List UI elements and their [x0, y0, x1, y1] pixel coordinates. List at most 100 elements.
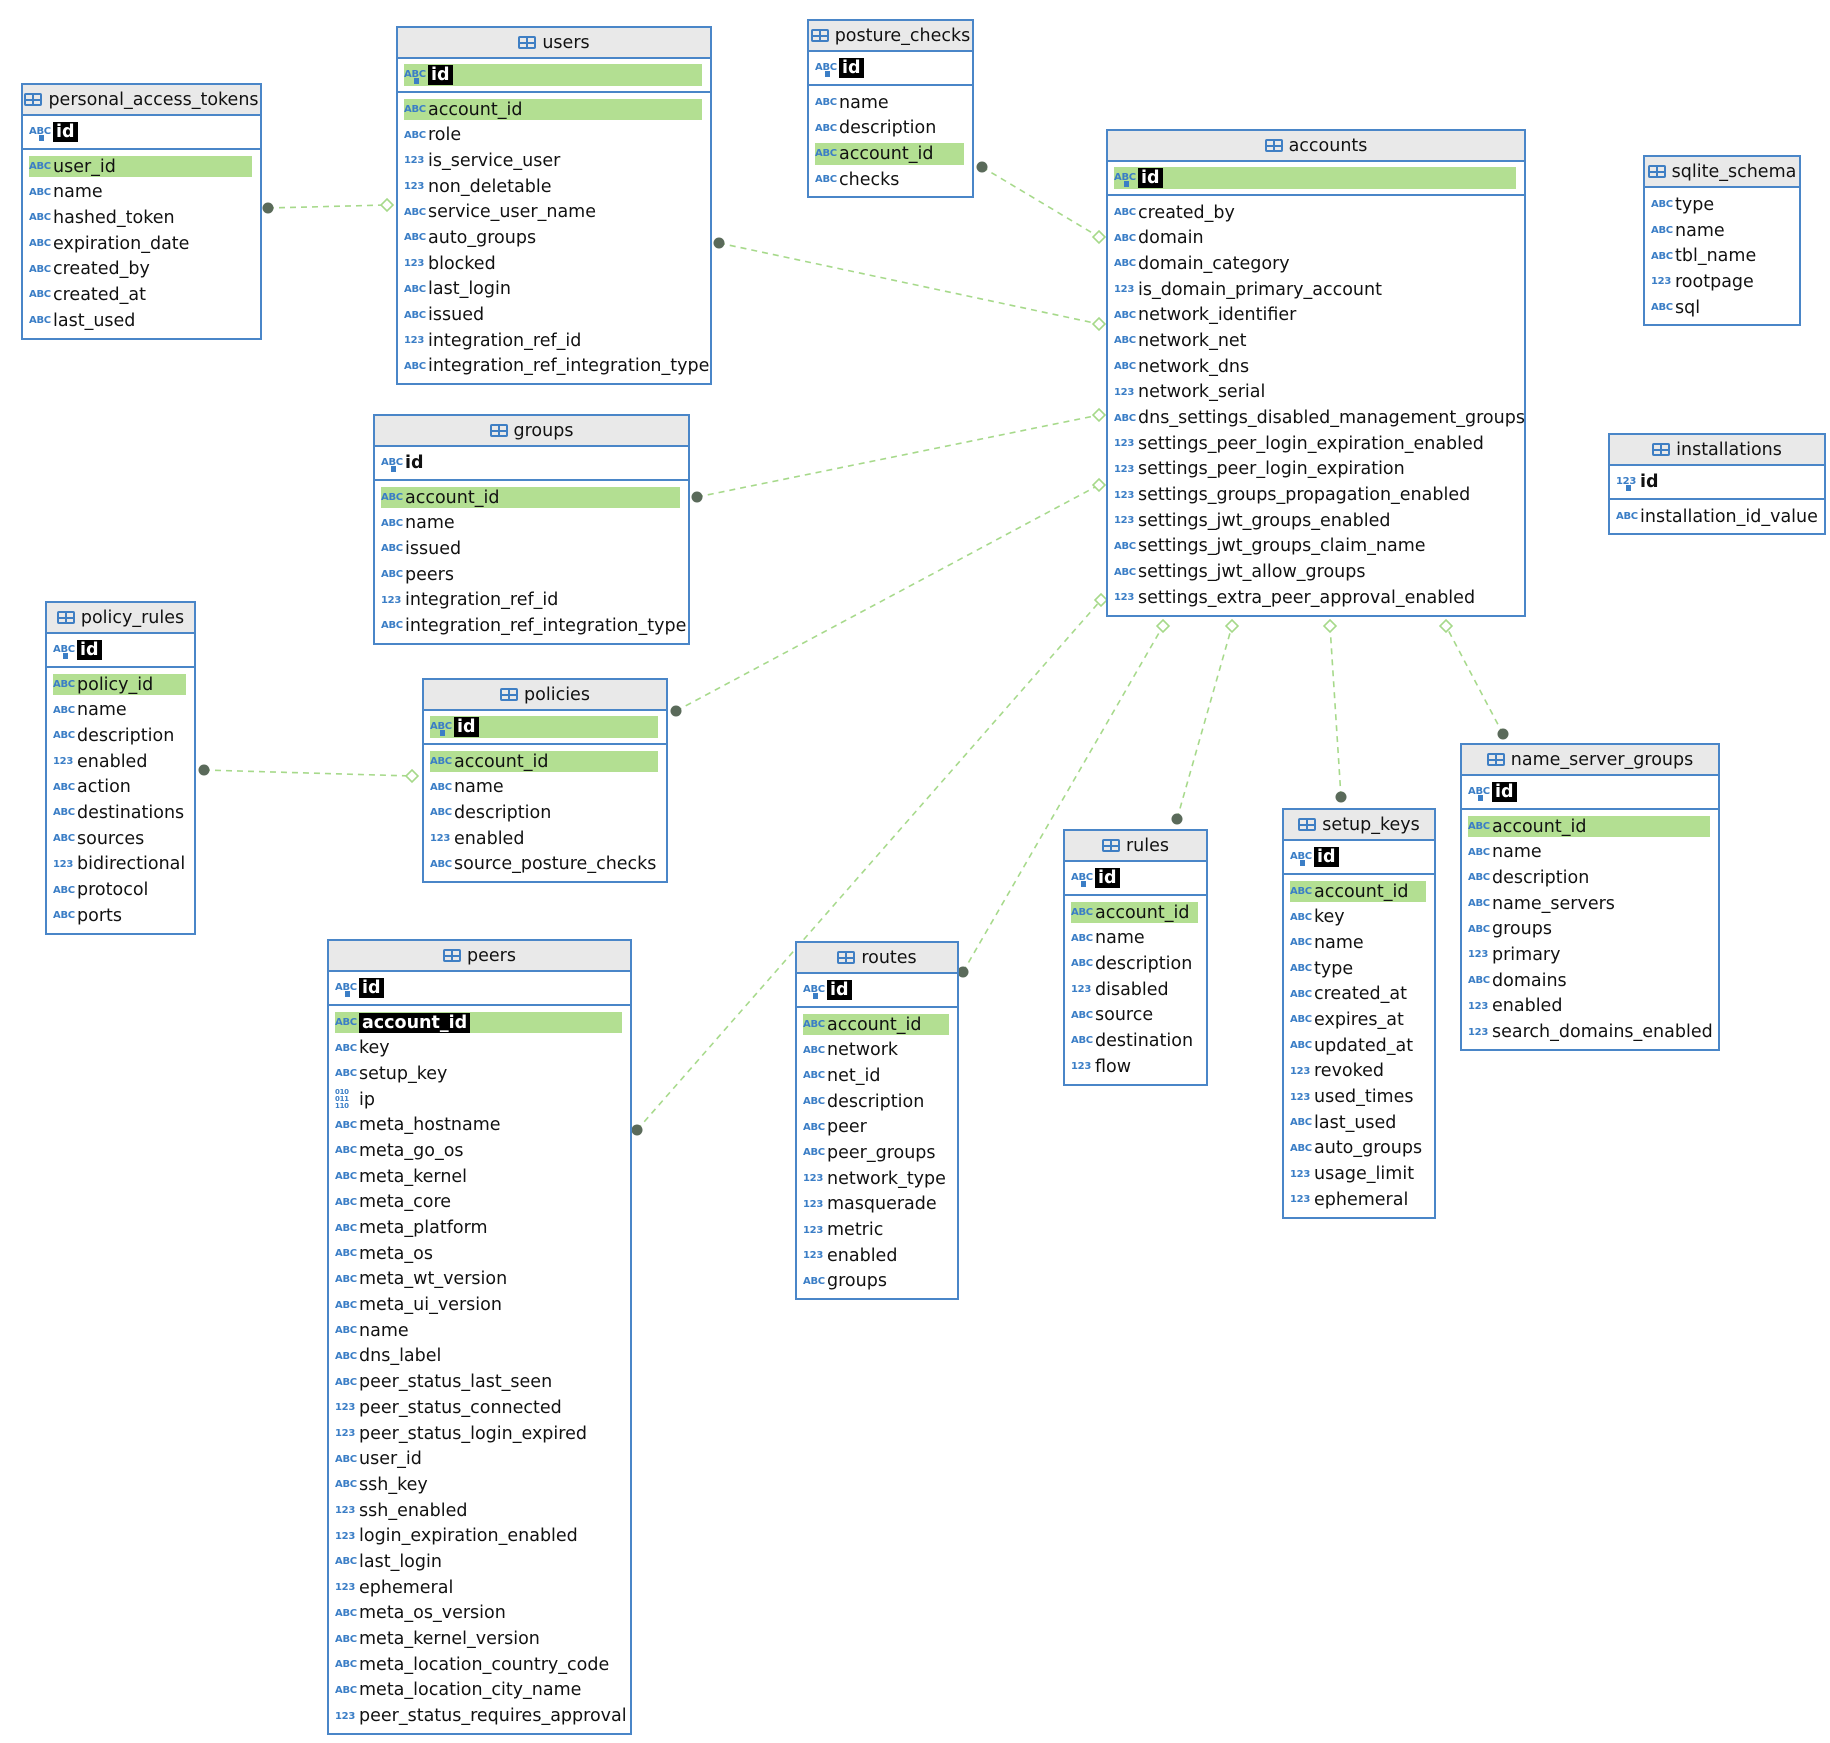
table-header[interactable]: users: [398, 28, 710, 59]
table-header[interactable]: name_server_groups: [1462, 745, 1718, 776]
table-header[interactable]: personal_access_tokens: [23, 85, 260, 116]
table-header[interactable]: policy_rules: [47, 603, 194, 634]
table-header[interactable]: setup_keys: [1284, 810, 1434, 841]
table-header[interactable]: posture_checks: [809, 21, 972, 52]
table-header[interactable]: installations: [1610, 435, 1824, 466]
table-header[interactable]: accounts: [1108, 131, 1524, 162]
table-header[interactable]: routes: [797, 943, 957, 974]
